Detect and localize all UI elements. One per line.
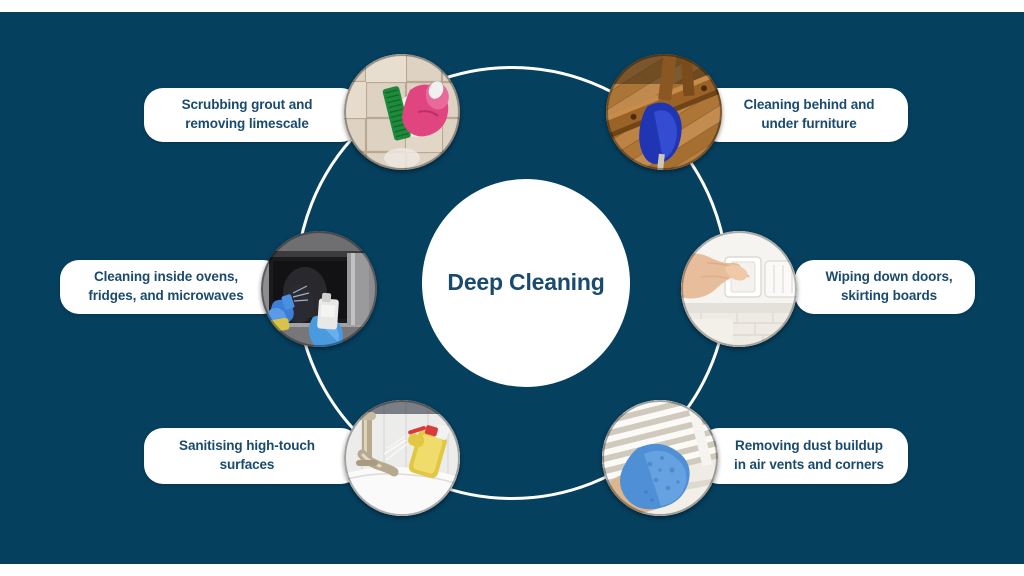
label-line-1: Wiping down doors,: [825, 269, 953, 285]
label-text: Scrubbing grout and removing limescale: [182, 96, 313, 133]
label-text: Cleaning inside ovens, fridges, and micr…: [88, 268, 243, 305]
label-line-2: fridges, and microwaves: [88, 288, 244, 303]
cleaning-oven-photo: [261, 231, 377, 347]
wiping-doors-photo: [681, 231, 797, 347]
cleaning-under-furniture-photo: [606, 54, 722, 170]
label-line-1: Sanitising high-touch: [179, 438, 315, 454]
label-line-2: removing limescale: [185, 116, 309, 131]
label-cleaning-appliances: Cleaning inside ovens, fridges, and micr…: [60, 260, 282, 314]
label-line-2: surfaces: [219, 457, 275, 472]
label-cleaning-behind-furniture: Cleaning behind and under furniture: [700, 88, 908, 142]
label-sanitising-surfaces: Sanitising high-touch surfaces: [144, 428, 360, 484]
scrubbing-grout-photo: [344, 54, 460, 170]
sanitising-surfaces-image: [344, 400, 460, 516]
label-line-2: under furniture: [761, 116, 857, 131]
label-line-1: Removing dust buildup: [735, 438, 883, 454]
label-text: Sanitising high-touch surfaces: [179, 437, 315, 474]
air-vent-dust-photo: [602, 400, 718, 516]
label-line-1: Cleaning behind and: [743, 97, 875, 113]
label-scrubbing-grout: Scrubbing grout and removing limescale: [144, 88, 360, 142]
label-line-1: Cleaning inside ovens,: [93, 269, 239, 285]
label-removing-dust: Removing dust buildup in air vents and c…: [700, 428, 908, 484]
wiping-doors-image: [681, 231, 797, 347]
air-vent-dust-image: [602, 400, 718, 516]
scrubbing-grout-image: [344, 54, 460, 170]
label-text: Cleaning behind and under furniture: [744, 96, 875, 133]
label-line-2: in air vents and corners: [734, 457, 884, 472]
label-text: Wiping down doors, skirting boards: [825, 268, 952, 305]
page-title: Deep Cleaning: [447, 269, 605, 296]
label-text: Removing dust buildup in air vents and c…: [734, 437, 884, 474]
center-hub: Deep Cleaning: [422, 179, 630, 387]
label-line-1: Scrubbing grout and: [181, 97, 313, 113]
sanitising-surfaces-photo: [344, 400, 460, 516]
cleaning-oven-image: [261, 231, 377, 347]
cleaning-under-furniture-image: [606, 54, 722, 170]
label-line-2: skirting boards: [840, 288, 938, 303]
label-wiping-doors: Wiping down doors, skirting boards: [795, 260, 975, 314]
